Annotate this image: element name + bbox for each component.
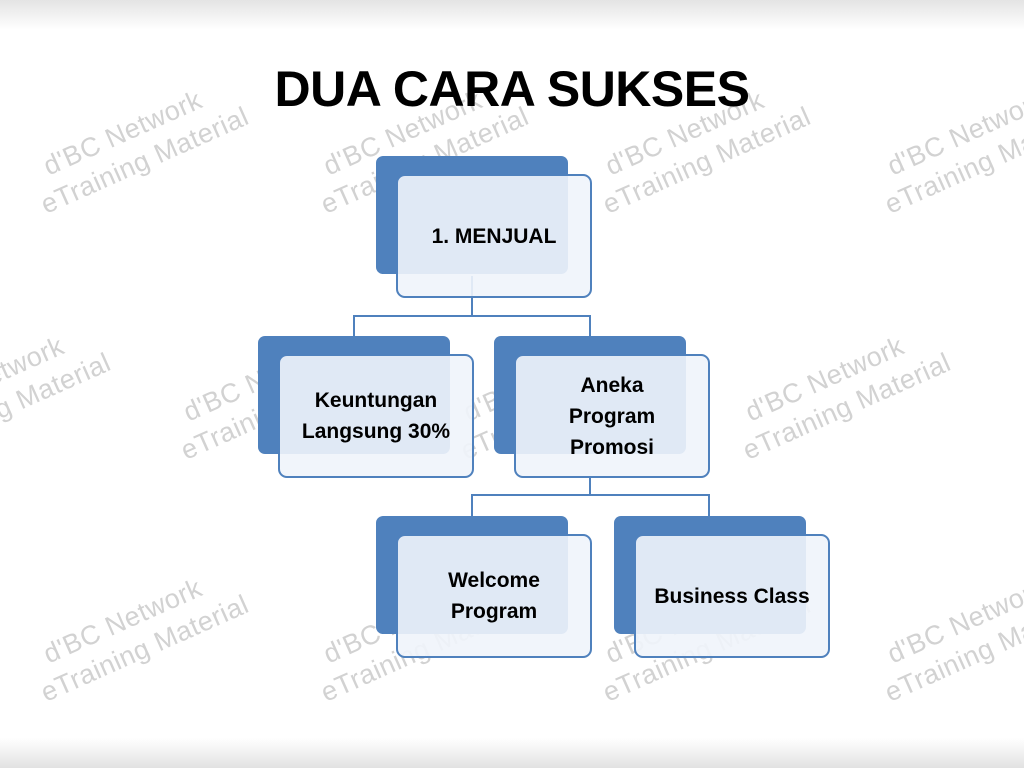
node-menjual-label: 1. MENJUAL — [431, 224, 557, 248]
connector-menjual-aneka — [472, 315, 591, 336]
node-business-box: Business Class — [634, 534, 830, 658]
connector-aneka-business — [590, 494, 710, 516]
slide-top-edge — [0, 0, 1024, 30]
node-keuntungan: Keuntungan Langsung 30% — [258, 336, 474, 478]
node-aneka-box: Aneka Program Promosi — [514, 354, 710, 478]
node-keuntungan-box: Keuntungan Langsung 30% — [278, 354, 474, 478]
node-aneka-label: Aneka Program Promosi — [568, 373, 656, 459]
node-welcome: Welcome Program — [376, 516, 592, 658]
slide-title: DUA CARA SUKSES — [274, 61, 750, 117]
node-menjual: 1. MENJUAL — [376, 156, 592, 298]
node-menjual-box: 1. MENJUAL — [396, 174, 592, 298]
node-welcome-box: Welcome Program — [396, 534, 592, 658]
node-business-label: Business Class — [654, 584, 810, 608]
connector-aneka-welcome — [471, 476, 591, 516]
node-keuntungan-label: Keuntungan Langsung 30% — [301, 389, 451, 443]
node-business: Business Class — [614, 516, 830, 658]
node-welcome-label: Welcome Program — [448, 569, 540, 623]
slide-bottom-edge — [0, 738, 1024, 768]
node-aneka: Aneka Program Promosi — [494, 336, 710, 478]
